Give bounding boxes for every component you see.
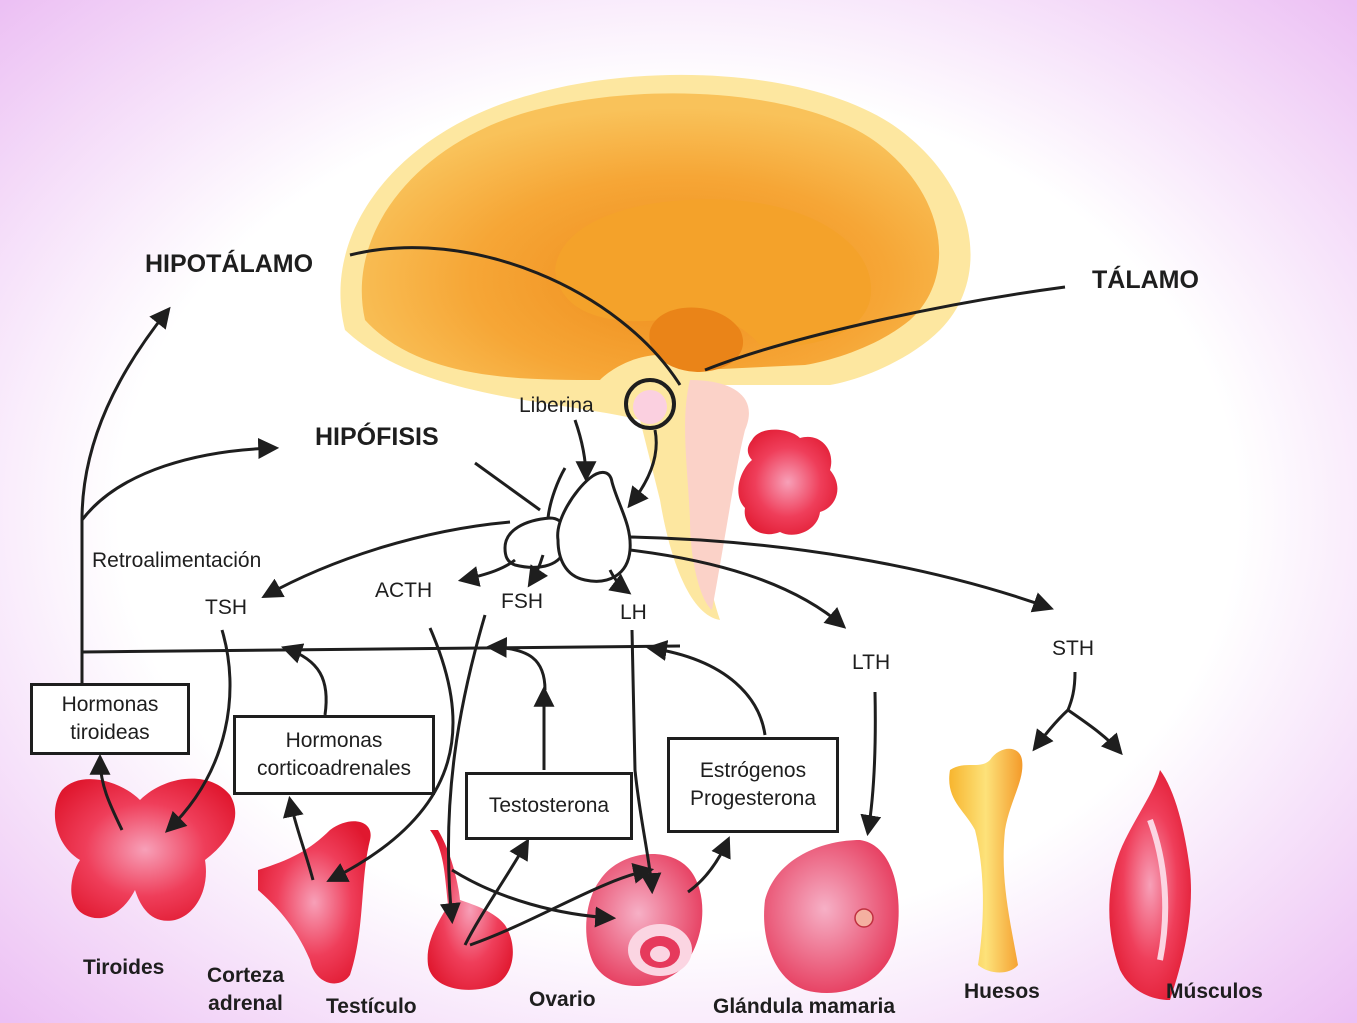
organ-label-ovario: Ovario (529, 989, 596, 1010)
box-testosterona: Testosterona (465, 772, 633, 840)
organ-label-testiculo: Testículo (326, 996, 417, 1017)
box-hormonas-corticoadrenales-text: Hormonas corticoadrenales (257, 727, 411, 783)
label-retroalimentacion: Retroalimentación (92, 550, 261, 571)
organ-label-corteza-adrenal: Corteza adrenal (207, 962, 284, 1018)
label-liberina: Liberina (519, 395, 594, 416)
box-estrogenos-progesterona: Estrógenos Progesterona (667, 737, 839, 833)
hormone-sth: STH (1052, 638, 1094, 659)
label-hipofisis: HIPÓFISIS (315, 425, 439, 450)
box-hormonas-tiroideas: Hormonas tiroideas (30, 683, 190, 755)
box-testosterona-text: Testosterona (489, 792, 609, 820)
label-talamo: TÁLAMO (1092, 268, 1199, 293)
organ-label-glandula-mamaria: Glándula mamaria (713, 996, 895, 1017)
organ-label-tiroides: Tiroides (83, 957, 164, 978)
hormone-lh: LH (620, 602, 647, 623)
organ-label-huesos: Huesos (964, 981, 1040, 1002)
hormone-fsh: FSH (501, 591, 543, 612)
box-estrogenos-progesterona-text: Estrógenos Progesterona (690, 757, 816, 813)
label-hipotalamo: HIPOTÁLAMO (145, 252, 313, 277)
box-hormonas-tiroideas-text: Hormonas tiroideas (62, 691, 159, 747)
hormone-tsh: TSH (205, 597, 247, 618)
hormone-lth: LTH (852, 652, 890, 673)
hormone-acth: ACTH (375, 580, 432, 601)
organ-label-musculos: Músculos (1166, 981, 1263, 1002)
box-hormonas-corticoadrenales: Hormonas corticoadrenales (233, 715, 435, 795)
